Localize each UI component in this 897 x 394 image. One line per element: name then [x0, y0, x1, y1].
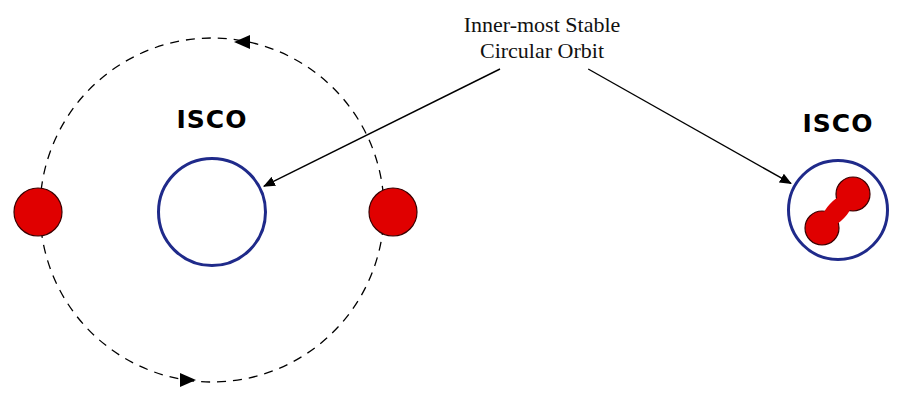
red-star [369, 188, 417, 236]
circle-outline [157, 157, 267, 267]
callout-label: Inner-most Stable Circular Orbit [437, 12, 647, 64]
merged-stars [805, 177, 870, 245]
orbit-arrowhead [234, 35, 250, 49]
isco-label: ISCO [177, 105, 248, 134]
red-star [14, 188, 62, 236]
isco-circle: ISCO [787, 159, 889, 261]
isco-circle: ISCO [157, 157, 267, 267]
callout-text: Inner-most Stable Circular Orbit [437, 12, 647, 64]
isco-label: ISCO [803, 109, 874, 138]
pointer-arrow [588, 69, 791, 183]
dashed-orbit [40, 38, 384, 382]
pointer-arrow [264, 69, 500, 186]
circle-outline [787, 159, 889, 261]
orbit-arrowhead [180, 373, 196, 387]
